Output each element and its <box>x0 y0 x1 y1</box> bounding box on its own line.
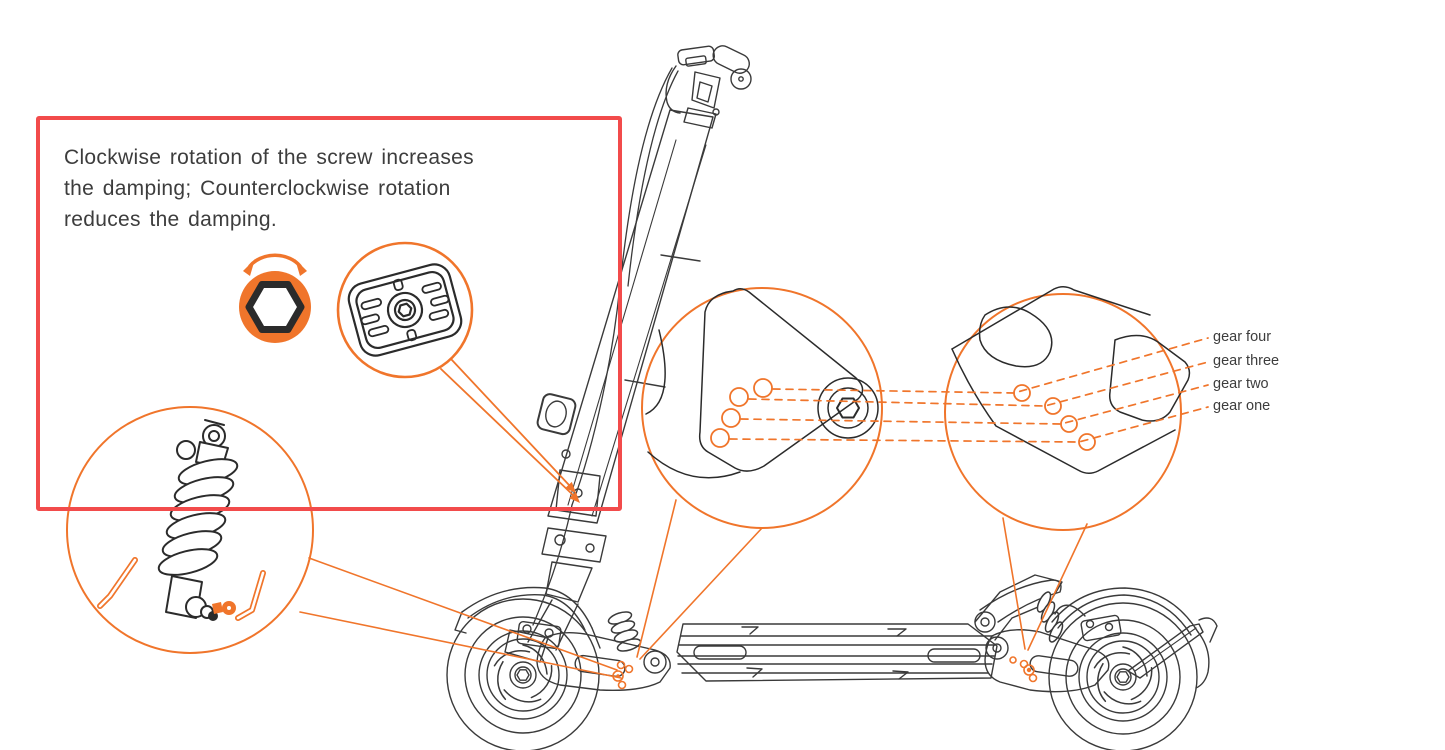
front-gear-callout <box>636 287 883 660</box>
callout-overlays <box>66 241 1209 690</box>
gear-dashed-lines <box>729 337 1209 443</box>
rear-gear-callout <box>944 286 1191 651</box>
gear-label-three: gear three <box>1213 353 1280 369</box>
allen-key-left <box>97 557 138 609</box>
stem-assembly <box>536 109 714 603</box>
front-fender <box>454 586 601 649</box>
damping-screw-detail-callout <box>336 241 580 503</box>
shock-absorber-callout <box>66 406 622 679</box>
gear-label-one: gear one <box>1213 398 1271 414</box>
front-suspension <box>504 599 671 692</box>
rear-gear-hole-markers <box>1009 656 1038 683</box>
rear-fender <box>1051 587 1218 689</box>
instruction-text: Clockwise rotation of the screw increase… <box>64 142 474 235</box>
gear-label-two: gear two <box>1213 376 1269 392</box>
rear-wheel <box>1048 602 1198 750</box>
instruction-line: the damping; Counterclockwise rotation <box>64 177 451 200</box>
rear-suspension <box>974 574 1122 693</box>
allen-key-right <box>235 570 266 621</box>
front-wheel <box>446 598 600 750</box>
rotation-arrow-icon <box>243 253 307 276</box>
hex-socket-icon <box>239 271 311 343</box>
handlebar-assembly <box>532 45 752 626</box>
adjustment-screw <box>212 601 236 615</box>
deck <box>676 623 998 682</box>
front-gear-hole-markers <box>612 660 634 690</box>
gear-label-four: gear four <box>1213 329 1272 345</box>
kickstand <box>1127 623 1204 679</box>
instruction-line: reduces the damping. <box>64 208 277 231</box>
instruction-line: Clockwise rotation of the screw increase… <box>64 146 474 169</box>
